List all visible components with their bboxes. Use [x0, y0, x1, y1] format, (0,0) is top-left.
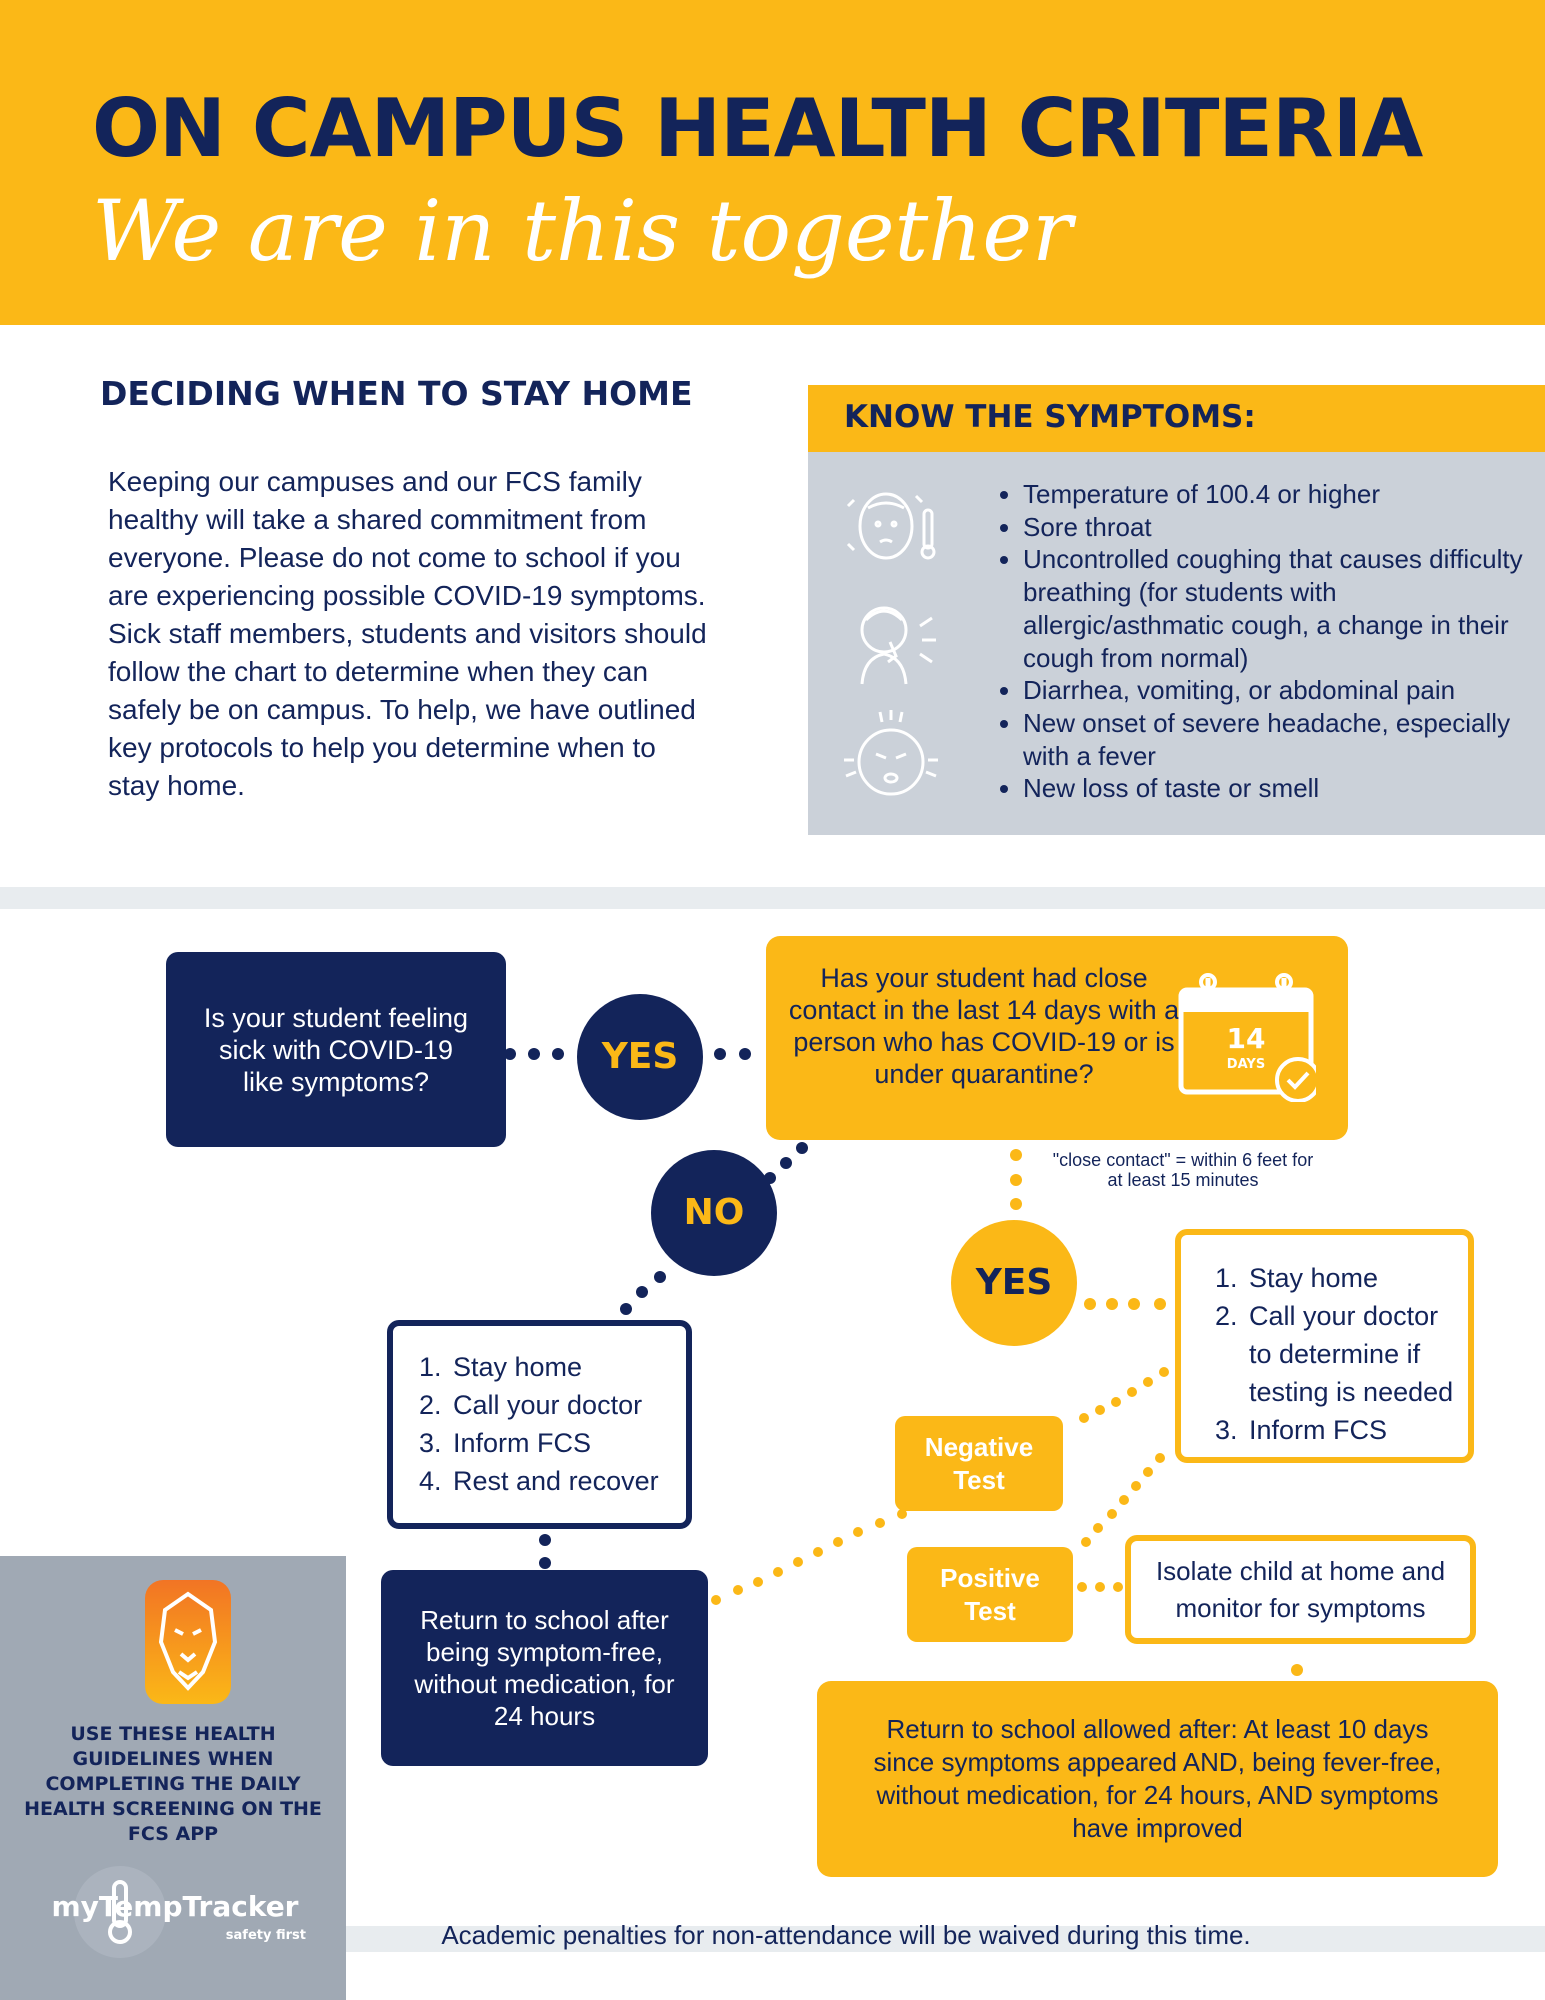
list-item: 1.Stay home — [419, 1352, 583, 1382]
list-item: 2.Call your doctor to determine if testi… — [1215, 1301, 1454, 1407]
brand-tagline: safety first — [225, 1928, 306, 1943]
symptom-item: New loss of taste or smell — [1023, 772, 1543, 805]
calendar-number: 14 — [1227, 1022, 1266, 1055]
positive-test-label: Positive Test — [940, 1562, 1040, 1626]
yes-circle-2: YES — [951, 1220, 1077, 1346]
positive-test-box: Positive Test — [907, 1547, 1073, 1642]
sick-steps-box: 1.Stay home 2.Call your doctor 3.Inform … — [387, 1320, 692, 1529]
thermometer-logo-icon — [74, 1866, 166, 1958]
symptoms-header: KNOW THE SYMPTOMS: — [808, 385, 1545, 452]
mytemptracker-logo: myTempTracker safety first — [30, 1862, 320, 1962]
no-circle: NO — [651, 1150, 777, 1276]
isolate-text: Isolate child at home and monitor for sy… — [1155, 1555, 1446, 1623]
negative-test-box: Negative Test — [895, 1416, 1063, 1511]
symptom-item: Diarrhea, vomiting, or abdominal pain — [1023, 674, 1543, 707]
calendar-icon: 14 DAYS — [1178, 973, 1316, 1102]
contact-steps-box: 1.Stay home 2.Call your doctor to determ… — [1175, 1229, 1474, 1463]
footer-band — [346, 1926, 1545, 1952]
list-item: 3.Inform FCS — [419, 1428, 592, 1458]
list-item: 1.Stay home — [1215, 1263, 1379, 1293]
question-close-contact-text: Has your student had close contact in th… — [788, 963, 1180, 1089]
question-feeling-sick: Is your student feeling sick with COVID-… — [166, 952, 506, 1147]
return-after-symptom-free-box: Return to school after being symptom-fre… — [381, 1570, 708, 1766]
return-after-positive-text: Return to school allowed after: At least… — [873, 1714, 1442, 1843]
negative-test-label: Negative Test — [924, 1431, 1034, 1495]
lion-icon — [158, 1591, 218, 1691]
question-feeling-sick-text: Is your student feeling sick with COVID-… — [203, 1002, 469, 1097]
symptom-item: Uncontrolled coughing that causes diffic… — [1023, 543, 1543, 674]
symptoms-list: Temperature of 100.4 or higher Sore thro… — [987, 478, 1543, 805]
symptom-item: New onset of severe headache, especially… — [1023, 707, 1543, 772]
footer-note: Academic penalties for non-attendance wi… — [441, 1920, 1251, 1950]
intro-title: DECIDING WHEN TO STAY HOME — [100, 374, 693, 413]
list-item: 3.Inform FCS — [1215, 1415, 1388, 1445]
intro-body: Keeping our campuses and our FCS family … — [108, 466, 707, 801]
page-subtitle: We are in this together — [92, 182, 1073, 280]
isolate-box: Isolate child at home and monitor for sy… — [1125, 1535, 1476, 1644]
brand-name: myTempTracker — [51, 1890, 299, 1923]
headache-icon — [844, 710, 938, 796]
symptom-item: Temperature of 100.4 or higher — [1023, 478, 1543, 511]
calendar-label: DAYS — [1227, 1057, 1265, 1072]
contact-steps-list: 1.Stay home 2.Call your doctor to determ… — [1215, 1259, 1455, 1449]
section-divider — [0, 887, 1545, 909]
fcs-app-icon — [145, 1580, 231, 1704]
sick-steps-list: 1.Stay home 2.Call your doctor 3.Inform … — [419, 1348, 686, 1500]
yes-circle-1: YES — [577, 994, 703, 1120]
sidebar-guidelines-text: USE THESE HEALTH GUIDELINES WHEN COMPLET… — [24, 1723, 322, 1845]
return-after-symptom-free-text: Return to school after being symptom-fre… — [414, 1605, 675, 1731]
page-title: ON CAMPUS HEALTH CRITERIA — [92, 82, 1423, 175]
return-after-positive-box: Return to school allowed after: At least… — [817, 1681, 1498, 1877]
list-item: 4.Rest and recover — [419, 1466, 659, 1496]
fever-face-icon — [846, 492, 936, 560]
question-close-contact: Has your student had close contact in th… — [766, 936, 1348, 1140]
header-banner — [0, 0, 1545, 325]
symptom-item: Sore throat — [1023, 511, 1543, 544]
sore-throat-icon — [860, 606, 936, 685]
list-item: 2.Call your doctor — [419, 1390, 643, 1420]
close-contact-note: "close contact" = within 6 feet for at l… — [1052, 1150, 1314, 1190]
symptoms-title: KNOW THE SYMPTOMS: — [844, 399, 1256, 435]
